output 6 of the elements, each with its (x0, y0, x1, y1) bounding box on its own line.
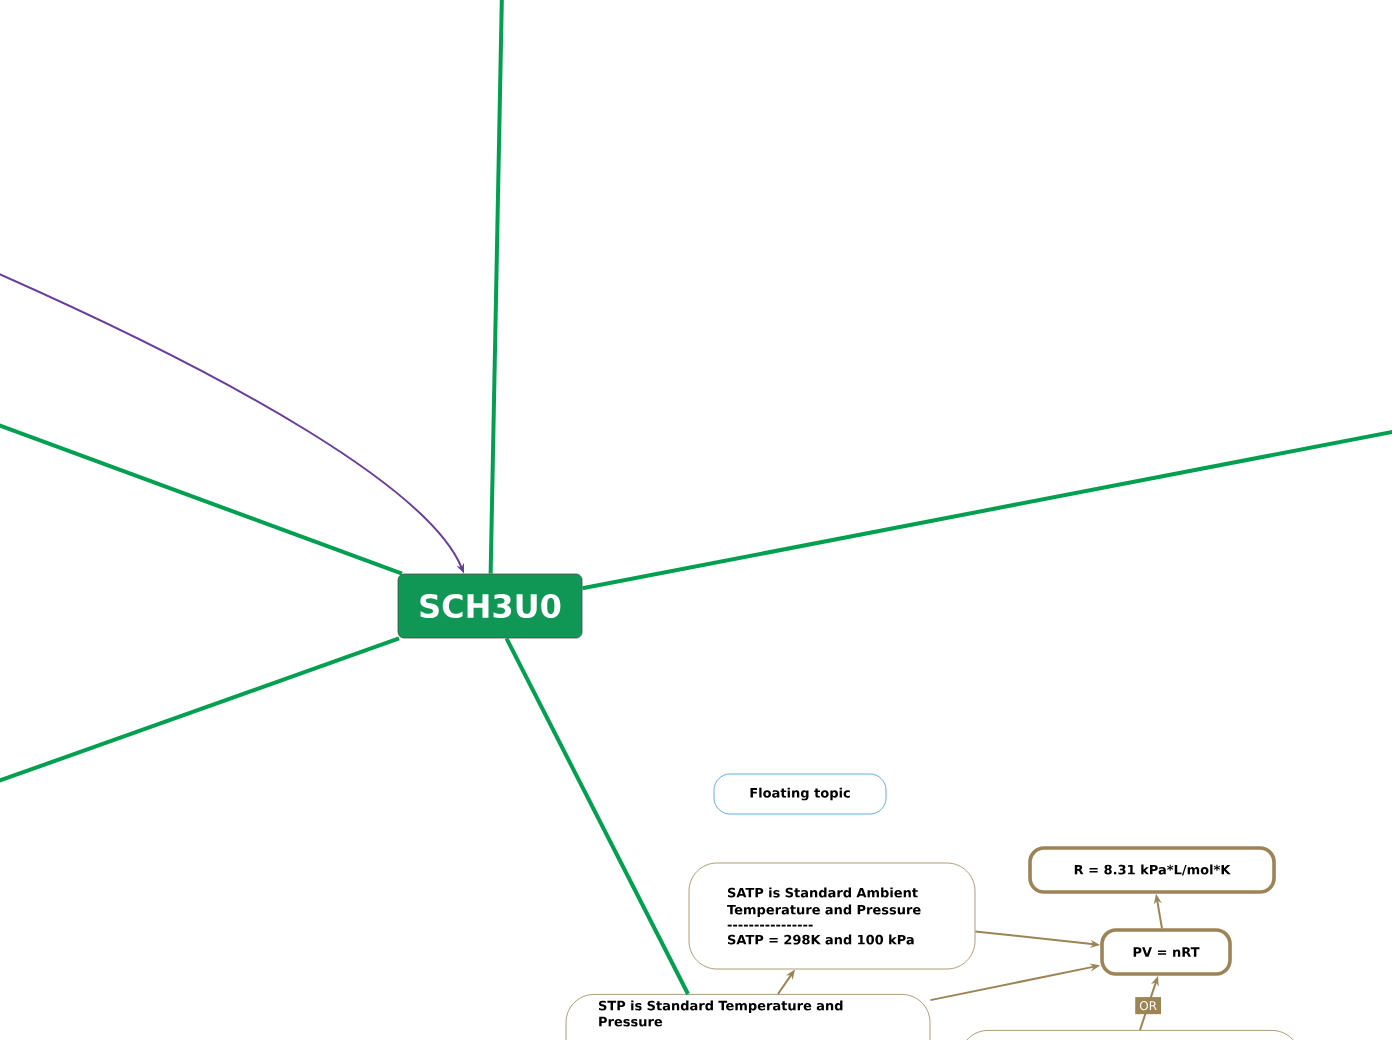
connector (0, 420, 403, 576)
connector (504, 637, 690, 995)
connector (488, 0, 504, 574)
central-topic: SCH3U0 (397, 573, 583, 639)
connector (582, 428, 1392, 591)
connector (0, 636, 400, 786)
